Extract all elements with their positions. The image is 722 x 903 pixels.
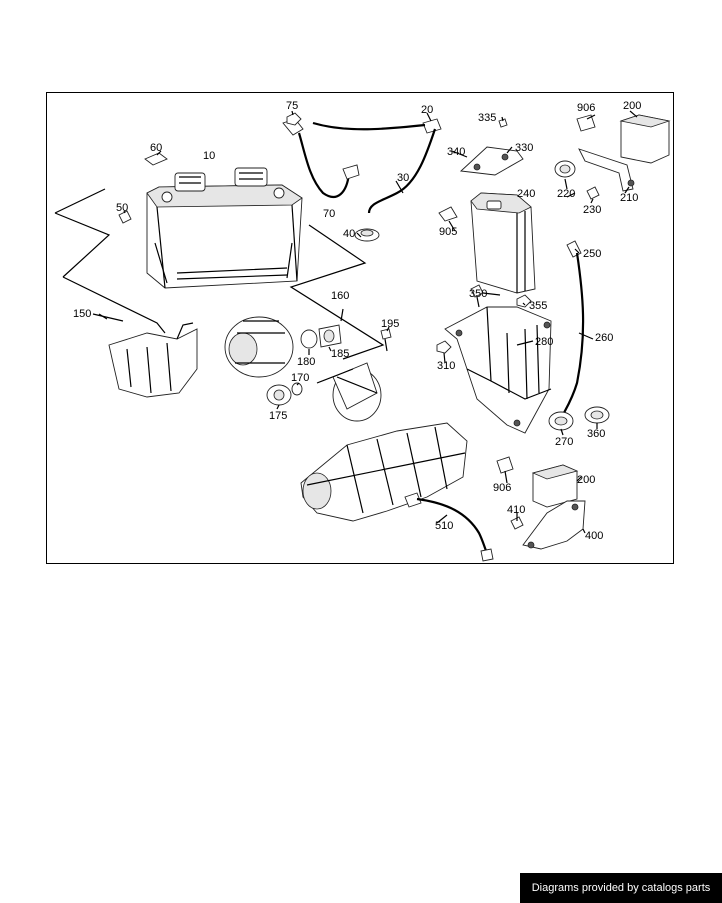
part-label: 40 — [343, 228, 355, 240]
part-label: 270 — [555, 436, 573, 448]
part-label: 175 — [269, 410, 287, 422]
bolt-part-195[interactable] — [380, 328, 392, 352]
part-label: 340 — [447, 146, 465, 158]
part-label: 75 — [286, 100, 298, 112]
part-label: 310 — [437, 360, 455, 372]
part-label: 240 — [517, 188, 535, 200]
part-label: 200 — [623, 100, 641, 112]
aux-battery-bottom-part-200[interactable] — [531, 464, 579, 508]
part-label: 170 — [291, 372, 309, 384]
transmission[interactable] — [300, 422, 468, 522]
nut-part-75[interactable] — [286, 112, 302, 126]
part-label: 906 — [493, 482, 511, 494]
part-label: 210 — [620, 192, 638, 204]
cable-part-260[interactable] — [559, 240, 585, 420]
cap-part-906-bottom[interactable] — [496, 456, 514, 474]
bracket-part-330[interactable] — [459, 146, 524, 176]
vent-hose-part-30[interactable] — [312, 118, 442, 214]
terminal-cap-part-905[interactable] — [438, 206, 458, 222]
callout-lines — [54, 188, 385, 360]
bolt-part-230[interactable] — [586, 186, 600, 200]
part-label: 280 — [535, 336, 553, 348]
credit-badge: Diagrams provided by catalogs parts — [520, 873, 722, 903]
bushing-part-175[interactable] — [266, 384, 292, 406]
vent-elbow-part-40[interactable] — [354, 228, 380, 242]
grommet-part-360[interactable] — [584, 406, 610, 424]
part-label: 360 — [587, 428, 605, 440]
battery-cap-part-60[interactable] — [144, 152, 168, 166]
part-label: 50 — [116, 202, 128, 214]
battery-cable-part-70[interactable] — [282, 118, 360, 198]
starter-motor[interactable] — [316, 362, 382, 422]
bolt-part-410[interactable] — [510, 516, 524, 530]
part-label: 185 — [331, 348, 349, 360]
part-label: 30 — [397, 172, 409, 184]
grommet-part-220[interactable] — [554, 160, 576, 178]
part-label: 150 — [73, 308, 91, 320]
bracket-part-150[interactable] — [108, 322, 198, 398]
part-label: 250 — [583, 248, 601, 260]
nut-part-310[interactable] — [436, 340, 452, 354]
parts-diagram: 75 20 335 906 200 60 10 340 330 30 240 2… — [46, 92, 674, 564]
ground-cable-part-510[interactable] — [404, 492, 494, 562]
part-label: 60 — [150, 142, 162, 154]
bushing-part-185[interactable] — [318, 324, 342, 348]
part-label: 230 — [583, 204, 601, 216]
part-label: 10 — [203, 150, 215, 162]
part-label: 330 — [515, 142, 533, 154]
leader-lines — [98, 110, 638, 534]
part-label: 355 — [529, 300, 547, 312]
part-label: 195 — [381, 318, 399, 330]
grommet-part-270[interactable] — [548, 411, 574, 431]
part-label: 200 — [577, 474, 595, 486]
part-label: 335 — [478, 112, 496, 124]
alternator[interactable] — [224, 316, 294, 378]
credit-text: Diagrams provided by catalogs parts — [531, 882, 711, 894]
bushing-part-170[interactable] — [291, 382, 303, 396]
bracket-part-210[interactable] — [578, 148, 635, 192]
part-label: 905 — [439, 226, 457, 238]
part-label: 180 — [297, 356, 315, 368]
part-label: 160 — [331, 290, 349, 302]
part-label: 220 — [557, 188, 575, 200]
part-label: 20 — [421, 104, 433, 116]
part-label: 260 — [595, 332, 613, 344]
part-label: 70 — [323, 208, 335, 220]
battery-tray-part-280[interactable] — [444, 306, 552, 434]
part-labels: 75 20 335 906 200 60 10 340 330 30 240 2… — [73, 100, 641, 542]
part-label: 350 — [469, 288, 487, 300]
bushing-part-180[interactable] — [300, 329, 318, 349]
main-battery[interactable] — [146, 167, 303, 289]
cap-part-906-top[interactable] — [576, 114, 596, 132]
part-label: 510 — [435, 520, 453, 532]
bracket-part-400[interactable] — [522, 500, 586, 550]
nut-part-355[interactable] — [516, 294, 532, 308]
part-label: 410 — [507, 504, 525, 516]
part-label: 906 — [577, 102, 595, 114]
diagram-drawing: 75 20 335 906 200 60 10 340 330 30 240 2… — [54, 100, 671, 562]
part-label: 400 — [585, 530, 603, 542]
aux-battery-part-240[interactable] — [470, 192, 536, 294]
aux-battery-top-part-200[interactable] — [619, 114, 671, 164]
